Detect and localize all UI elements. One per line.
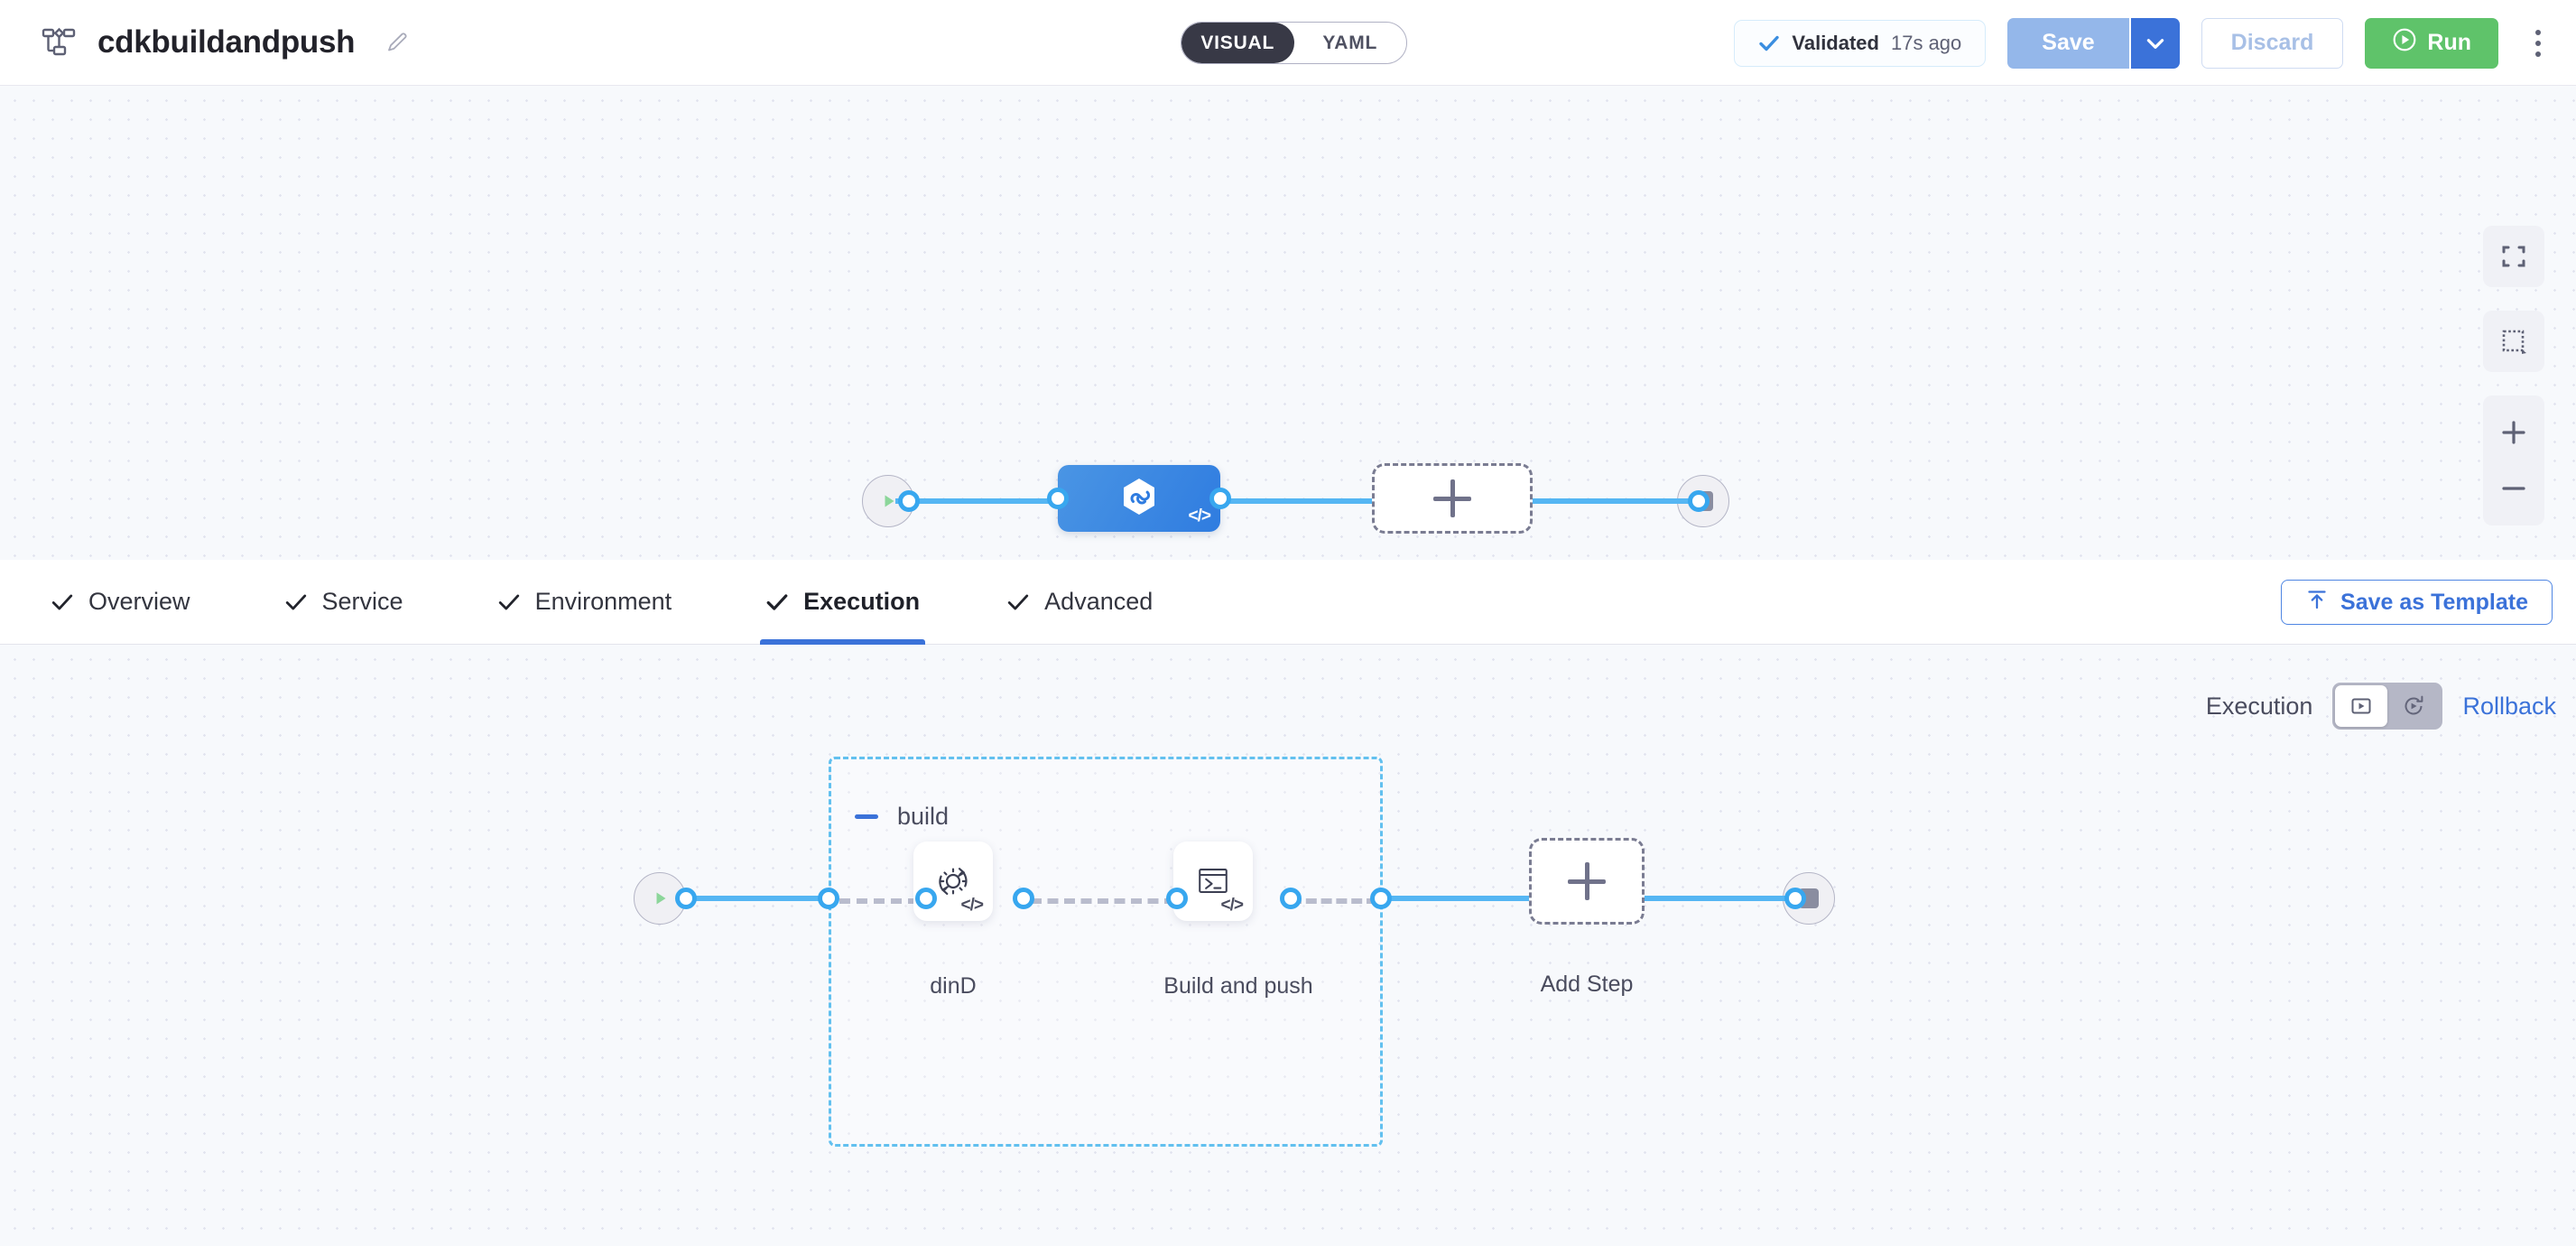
header-actions: Validated 17s ago Save Discard Run <box>1734 0 2556 86</box>
header-left-group: cdkbuildandpush <box>0 23 411 61</box>
step-group-header[interactable]: build <box>855 803 949 831</box>
add-step-label: Add Step <box>1540 972 1634 997</box>
end-node-port[interactable] <box>1784 888 1806 909</box>
step-label-dind: dinD <box>930 973 977 999</box>
zoom-to-selection-icon[interactable] <box>2483 311 2544 372</box>
mode-tab-visual[interactable]: VISUAL <box>1181 23 1294 63</box>
canvas-toolbar[interactable] <box>2483 226 2544 525</box>
link-group-to-addstep <box>1388 896 1531 901</box>
chevron-down-icon[interactable] <box>2128 17 2180 69</box>
zoom-out-icon[interactable] <box>2483 460 2544 516</box>
validated-time: 17s ago <box>1890 31 1962 54</box>
kebab-menu-icon[interactable] <box>2520 18 2556 69</box>
zoom-in-icon[interactable] <box>2483 404 2544 460</box>
end-node-port[interactable] <box>1688 490 1710 512</box>
run-label: Run <box>2427 30 2471 55</box>
stage-node-ckd[interactable]: </> <box>1058 465 1220 532</box>
step-group-label: build <box>897 803 950 830</box>
kebab-dot <box>2535 40 2541 46</box>
rollback-label[interactable]: Rollback <box>2462 692 2556 720</box>
execution-canvas[interactable] <box>0 645 2576 1246</box>
step-node-build-and-push[interactable]: </> <box>1173 842 1253 921</box>
visual-yaml-toggle[interactable]: VISUAL YAML <box>1181 22 1407 64</box>
execution-rollback-switch[interactable]: Execution Rollback <box>2206 683 2556 730</box>
kebab-dot <box>2535 29 2541 35</box>
link-dind-to-buildpush <box>1031 898 1175 904</box>
stage-ckd-port-in[interactable] <box>1047 488 1069 509</box>
save-as-template-button[interactable]: Save as Template <box>2281 580 2553 625</box>
plus-icon <box>1450 479 1455 517</box>
app-header: cdkbuildandpush VISUAL YAML Validated 17… <box>0 0 2576 86</box>
upload-template-icon <box>2305 588 2329 618</box>
step-label-build-and-push: Build and push <box>1163 973 1313 999</box>
group-port-out[interactable] <box>1370 888 1392 909</box>
check-icon <box>497 590 521 614</box>
add-step-button[interactable] <box>1529 838 1645 925</box>
check-icon <box>765 590 789 614</box>
start-node-port[interactable] <box>898 490 920 512</box>
dind-port-out[interactable] <box>1013 888 1034 909</box>
tab-advanced[interactable]: Advanced <box>1001 560 1158 645</box>
tab-label: Overview <box>88 588 190 615</box>
stage-canvas[interactable]: </> ckd Add Stage <box>0 86 2576 599</box>
code-badge: </> <box>1220 896 1245 915</box>
tab-label: Advanced <box>1044 588 1154 615</box>
run-button[interactable]: Run <box>2365 17 2498 69</box>
pencil-icon[interactable] <box>384 29 411 56</box>
code-badge: </> <box>960 896 985 915</box>
link-ckd-to-addstage <box>1220 498 1374 504</box>
rollback-view-icon[interactable] <box>2387 685 2440 727</box>
code-badge: </> <box>1188 507 1212 525</box>
gear-rotate-icon <box>939 868 968 895</box>
buildpush-port-in[interactable] <box>1166 888 1188 909</box>
tab-overview[interactable]: Overview <box>45 560 196 645</box>
tab-label: Service <box>321 588 403 615</box>
stage-tab-bar[interactable]: Overview Service Environment Execution A… <box>0 560 2576 645</box>
play-circle-icon <box>2392 27 2417 59</box>
tab-execution[interactable]: Execution <box>760 560 926 645</box>
add-stage-button[interactable] <box>1372 463 1533 534</box>
dind-port-in[interactable] <box>915 888 937 909</box>
kebab-dot <box>2535 51 2541 57</box>
tab-environment[interactable]: Environment <box>492 560 678 645</box>
buildpush-port-out[interactable] <box>1280 888 1302 909</box>
check-icon <box>51 590 74 614</box>
harness-cd-hexagon-icon <box>1124 479 1154 515</box>
pipeline-icon <box>40 23 78 61</box>
page-title: cdkbuildandpush <box>97 24 356 60</box>
save-as-template-label: Save as Template <box>2340 589 2528 615</box>
stage-ckd-port-out[interactable] <box>1209 488 1231 509</box>
terminal-icon <box>1199 869 1228 894</box>
tab-service[interactable]: Service <box>279 560 409 645</box>
link-addstep-to-end <box>1643 896 1796 901</box>
execution-view-icon[interactable] <box>2335 685 2388 727</box>
tab-label: Environment <box>534 588 672 615</box>
check-icon <box>1758 33 1780 54</box>
link-addstage-to-end <box>1533 498 1697 504</box>
plus-icon <box>1584 862 1589 900</box>
tab-label: Execution <box>803 588 921 615</box>
validated-label: Validated <box>1792 31 1879 54</box>
save-button[interactable]: Save <box>2007 17 2129 69</box>
link-buildpush-to-groupend <box>1291 898 1377 904</box>
link-start-to-ckd <box>895 498 1067 504</box>
group-port-in[interactable] <box>818 888 839 909</box>
execution-label: Execution <box>2205 692 2313 720</box>
start-node-port[interactable] <box>675 888 697 909</box>
mode-tab-yaml[interactable]: YAML <box>1322 32 1378 53</box>
status-badge-validated: Validated 17s ago <box>1734 19 1987 67</box>
minus-icon[interactable] <box>855 814 878 819</box>
link-group-to-dind <box>839 898 919 904</box>
link-start-to-group <box>677 896 832 901</box>
view-mode-segmented-control[interactable] <box>2332 683 2443 730</box>
discard-button[interactable]: Discard <box>2201 17 2344 69</box>
step-group-build[interactable]: build <box>829 757 1383 1147</box>
zoom-controls[interactable] <box>2483 395 2544 525</box>
check-icon <box>1006 590 1030 614</box>
fit-to-screen-icon[interactable] <box>2483 226 2544 287</box>
check-icon <box>284 590 308 614</box>
save-button-group[interactable]: Save <box>2007 17 2180 69</box>
